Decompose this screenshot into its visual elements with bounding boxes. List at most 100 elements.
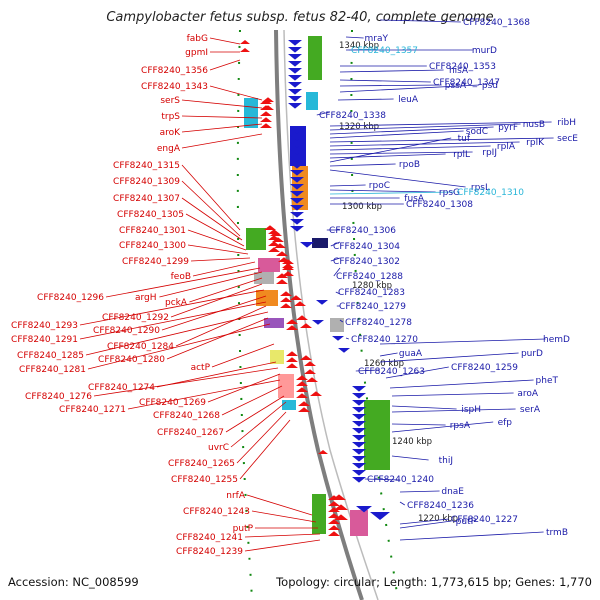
leader-line-arok bbox=[181, 123, 263, 133]
gene-label-arok[interactable]: aroK bbox=[160, 128, 182, 138]
gene-label-cff8240-1259[interactable]: CFF8240_1259 bbox=[451, 363, 518, 373]
gene-label-putp[interactable]: putP bbox=[233, 524, 254, 534]
gene-label-cff8240-1368[interactable]: CFF8240_1368 bbox=[463, 18, 530, 28]
gene-label-actp[interactable]: actP bbox=[191, 363, 211, 373]
gene-label-cff8240-1305[interactable]: CFF8240_1305 bbox=[117, 210, 184, 220]
gene-label-murd[interactable]: murD bbox=[472, 46, 497, 56]
gene-label-cff8240-1293[interactable]: CFF8240_1293 bbox=[11, 321, 78, 331]
gene-label-cff8240-1239[interactable]: CFF8240_1239 bbox=[176, 547, 243, 557]
gene-label-cff8240-1227[interactable]: CFF8240_1227 bbox=[451, 515, 518, 525]
gene-label-rpsa[interactable]: rpsA bbox=[450, 421, 471, 431]
gene-label-uvrc[interactable]: uvrC bbox=[208, 443, 229, 453]
gene-label-cff8240-1270[interactable]: CFF8240_1270 bbox=[351, 335, 418, 345]
gene-label-cff8240-1347[interactable]: CFF8240_1347 bbox=[433, 78, 500, 88]
gene-label-cff8240-1308[interactable]: CFF8240_1308 bbox=[406, 200, 473, 210]
gene-label-phet[interactable]: pheT bbox=[536, 376, 559, 386]
gene-label-rpsg[interactable]: rpsG bbox=[439, 188, 460, 198]
gene-label-cff8240-1267[interactable]: CFF8240_1267 bbox=[157, 428, 224, 438]
gene-label-sece[interactable]: secE bbox=[557, 134, 578, 144]
gene-label-nrfa[interactable]: nrfA bbox=[226, 491, 246, 501]
gene-label-cff8240-1283[interactable]: CFF8240_1283 bbox=[338, 288, 405, 298]
gene-label-purd[interactable]: purD bbox=[521, 349, 543, 359]
gene-label-argh[interactable]: argH bbox=[135, 293, 157, 303]
gene-label-feob[interactable]: feoB bbox=[171, 272, 191, 282]
gene-label-cff8240-1255[interactable]: CFF8240_1255 bbox=[171, 475, 238, 485]
gene-label-cff8240-1306[interactable]: CFF8240_1306 bbox=[329, 226, 396, 236]
gene-label-trmb[interactable]: trmB bbox=[546, 528, 568, 538]
gene-label-cff8240-1269[interactable]: CFF8240_1269 bbox=[139, 398, 206, 408]
gene-label-ribh[interactable]: ribH bbox=[557, 118, 576, 128]
gene-label-trps[interactable]: trpS bbox=[161, 112, 180, 122]
gene-label-cff8240-1304[interactable]: CFF8240_1304 bbox=[333, 242, 400, 252]
gene-label-rpoc[interactable]: rpoC bbox=[369, 181, 390, 191]
gene-label-pssa[interactable]: pssA bbox=[445, 81, 467, 91]
gene-label-cff8240-1284[interactable]: CFF8240_1284 bbox=[107, 342, 174, 352]
gene-label-cff8240-1356[interactable]: CFF8240_1356 bbox=[141, 66, 208, 76]
gene-label-pcka[interactable]: pckA bbox=[165, 298, 188, 308]
gene-label-cff8240-1279[interactable]: CFF8240_1279 bbox=[339, 302, 406, 312]
gene-label-fabg[interactable]: fabG bbox=[187, 34, 208, 44]
gene-label-cff8240-1280[interactable]: CFF8240_1280 bbox=[98, 355, 165, 365]
gene-label-cff8240-1315[interactable]: CFF8240_1315 bbox=[113, 161, 180, 171]
gene-label-cff8240-1243[interactable]: CFF8240_1243 bbox=[183, 507, 250, 517]
gene-label-hemd[interactable]: hemD bbox=[543, 335, 570, 345]
gene-label-cff8240-1285[interactable]: CFF8240_1285 bbox=[17, 351, 84, 361]
reverse-feature-arrow bbox=[286, 351, 298, 356]
leader-line-aroa bbox=[391, 392, 514, 397]
gene-label-sers[interactable]: serS bbox=[160, 96, 180, 106]
gene-label-cff8240-1302[interactable]: CFF8240_1302 bbox=[333, 257, 400, 267]
gene-label-efp[interactable]: efp bbox=[498, 418, 513, 428]
gene-label-cff8240-1357[interactable]: CFF8240_1357 bbox=[351, 46, 418, 56]
gene-label-cff8240-1281[interactable]: CFF8240_1281 bbox=[19, 365, 86, 375]
gene-label-fusa[interactable]: fusA bbox=[404, 194, 425, 204]
gene-label-aroa[interactable]: aroA bbox=[517, 389, 539, 399]
gene-label-cff8240-1310[interactable]: CFF8240_1310 bbox=[457, 188, 524, 198]
gene-label-cff8240-1265[interactable]: CFF8240_1265 bbox=[168, 459, 235, 469]
gene-label-rpla[interactable]: rplA bbox=[497, 142, 516, 152]
gene-label-cff8240-1301[interactable]: CFF8240_1301 bbox=[119, 226, 186, 236]
gene-label-rpsl[interactable]: rpsL bbox=[471, 183, 490, 193]
gene-label-cff8240-1276[interactable]: CFF8240_1276 bbox=[25, 392, 92, 402]
gene-label-rplk[interactable]: rplK bbox=[526, 138, 545, 148]
gene-label-isph[interactable]: ispH bbox=[461, 405, 481, 415]
gene-label-nusb[interactable]: nusB bbox=[523, 120, 545, 130]
gene-label-cff8240-1288[interactable]: CFF8240_1288 bbox=[336, 272, 403, 282]
gene-label-putp[interactable]: putP bbox=[456, 517, 477, 527]
gene-label-cff8240-1309[interactable]: CFF8240_1309 bbox=[113, 177, 180, 187]
gene-label-cff8240-1240[interactable]: CFF8240_1240 bbox=[367, 475, 434, 485]
gene-label-cff8240-1268[interactable]: CFF8240_1268 bbox=[153, 411, 220, 421]
gene-label-cff8240-1307[interactable]: CFF8240_1307 bbox=[113, 194, 180, 204]
gene-label-cff8240-1241[interactable]: CFF8240_1241 bbox=[176, 533, 243, 543]
gene-label-cff8240-1300[interactable]: CFF8240_1300 bbox=[119, 241, 186, 251]
gene-label-sera[interactable]: serA bbox=[520, 405, 541, 415]
gene-label-tuf[interactable]: tuf bbox=[458, 134, 471, 144]
gene-label-cff8240-1290[interactable]: CFF8240_1290 bbox=[93, 326, 160, 336]
gene-label-cff8240-1236[interactable]: CFF8240_1236 bbox=[407, 501, 474, 511]
gene-label-cff8240-1263[interactable]: CFF8240_1263 bbox=[358, 367, 425, 377]
gene-label-mray[interactable]: mraY bbox=[365, 34, 389, 44]
gene-label-cff8240-1274[interactable]: CFF8240_1274 bbox=[88, 383, 155, 393]
gene-label-gpmi[interactable]: gpmI bbox=[185, 48, 208, 58]
gene-label-cff8240-1353[interactable]: CFF8240_1353 bbox=[429, 62, 496, 72]
gene-label-sodc[interactable]: sodC bbox=[466, 127, 488, 137]
gene-label-thij[interactable]: thiJ bbox=[439, 456, 453, 466]
gene-label-cff8240-1278[interactable]: CFF8240_1278 bbox=[345, 318, 412, 328]
gene-label-cff8240-1271[interactable]: CFF8240_1271 bbox=[59, 405, 126, 415]
gene-label-cff8240-1296[interactable]: CFF8240_1296 bbox=[37, 293, 104, 303]
gene-label-cff8240-1291[interactable]: CFF8240_1291 bbox=[11, 335, 78, 345]
gene-label-dnae[interactable]: dnaE bbox=[441, 487, 464, 497]
gene-label-rpob[interactable]: rpoB bbox=[399, 160, 420, 170]
gene-label-cff8240-1292[interactable]: CFF8240_1292 bbox=[102, 313, 169, 323]
gene-label-rpll[interactable]: rplL bbox=[453, 150, 470, 160]
gene-label-psd[interactable]: psd bbox=[482, 81, 498, 91]
gene-label-cff8240-1338[interactable]: CFF8240_1338 bbox=[319, 111, 386, 121]
gene-label-cff8240-1299[interactable]: CFF8240_1299 bbox=[122, 257, 189, 267]
gene-label-cff8240-1343[interactable]: CFF8240_1343 bbox=[141, 82, 208, 92]
gene-label-rpij[interactable]: rpIJ bbox=[482, 148, 497, 158]
gene-label-pyrf[interactable]: pyrF bbox=[498, 123, 518, 133]
gene-label-leua[interactable]: leuA bbox=[398, 95, 419, 105]
gene-label-hisa[interactable]: hisA bbox=[449, 66, 469, 76]
gene-label-guaa[interactable]: guaA bbox=[399, 349, 423, 359]
gene-label-enga[interactable]: engA bbox=[157, 144, 181, 154]
